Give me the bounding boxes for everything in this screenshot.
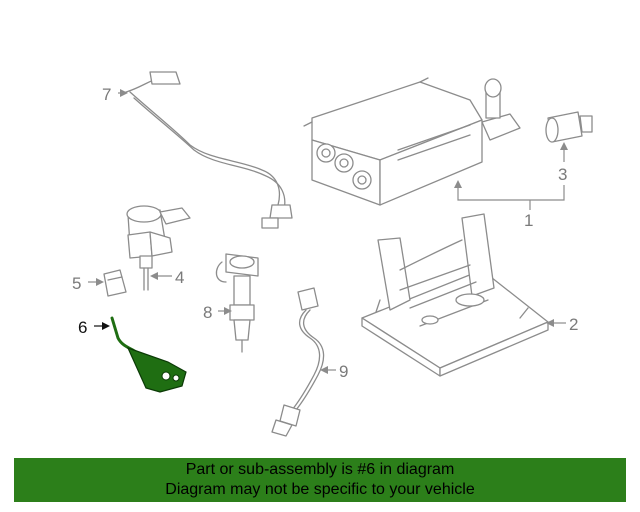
part-5-connector[interactable] [103,269,127,297]
part-8-sensor[interactable] [215,253,259,353]
part-3-valve[interactable] [545,111,593,143]
callout-9-line [320,366,336,374]
callout-1-line [454,180,565,210]
callout-4-line [150,272,172,280]
callout-8-line [218,307,232,315]
callout-3[interactable]: 3 [558,165,567,184]
part-4-purge-valve[interactable] [126,205,191,291]
callout-8[interactable]: 8 [203,303,212,322]
part-6-bracket-highlighted[interactable] [110,316,187,393]
callout-3-line [560,142,568,162]
part-7-sensor-wire[interactable] [125,71,293,229]
charcoal-canister[interactable] [303,77,521,206]
callout-5[interactable]: 5 [72,274,81,293]
part-9-oxygen-sensor[interactable] [271,287,325,437]
callout-5-line [88,278,104,286]
callout-2[interactable]: 2 [569,315,578,334]
callout-6-line [94,322,110,330]
callout-7[interactable]: 7 [102,85,111,104]
info-banner: Part or sub-assembly is #6 in diagram Di… [14,458,626,502]
banner-line-1: Part or sub-assembly is #6 in diagram [185,461,455,478]
callout-1[interactable]: 1 [524,211,533,230]
parts-diagram: 1 2 3 4 5 6 7 8 9 [72,71,593,437]
callout-6[interactable]: 6 [78,318,87,337]
callout-4[interactable]: 4 [175,268,184,287]
banner-line-2: Diagram may not be specific to your vehi… [165,481,475,498]
callout-2-line [546,319,566,327]
part-2-bracket[interactable] [361,213,549,377]
callout-9[interactable]: 9 [339,362,348,381]
callout-7-line [118,89,128,97]
